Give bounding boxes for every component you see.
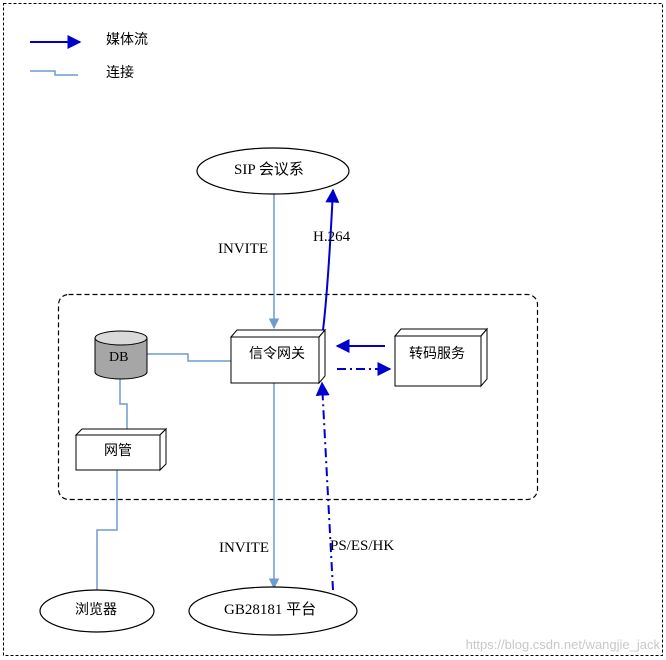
- transcode-service-node: [393, 327, 489, 388]
- signaling-gateway-node: [229, 328, 327, 385]
- legend-connection-label: 连接: [106, 65, 134, 81]
- db-label: DB: [109, 350, 129, 365]
- watermark: https://blog.csdn.net/wangjie_jack: [465, 637, 660, 652]
- browser-label: 浏览器: [75, 602, 117, 618]
- transcode-service-label: 转码服务: [409, 346, 465, 362]
- gb28181-platform-node: [188, 586, 358, 636]
- network-mgmt-node: [74, 427, 168, 472]
- signaling-gateway-label: 信令网关: [249, 346, 305, 362]
- edge-db-to-network-mgmt: [119, 375, 128, 429]
- gateway-group-frame: [57, 293, 539, 501]
- edge-network-mgmt-to-browser: [96, 470, 118, 590]
- browser-node: [39, 589, 155, 633]
- media-gb28181-to-gateway: [315, 381, 334, 591]
- gb28181-platform-label: GB28181 平台: [224, 602, 317, 618]
- outer-frame: [3, 3, 663, 656]
- legend-media-stream-label: 媒体流: [106, 32, 148, 48]
- db-node: [94, 330, 148, 380]
- legend-connection-line: [30, 70, 78, 76]
- edge-db-to-gateway: [147, 353, 231, 362]
- network-mgmt-label: 网管: [104, 443, 132, 459]
- edge-label-invite-bottom: INVITE: [219, 540, 269, 556]
- edge-label-invite-top: INVITE: [218, 241, 268, 257]
- edge-label-ps-es-hk: PS/ES/HK: [330, 538, 395, 554]
- sip-conference-label: SIP 会议系: [234, 162, 304, 178]
- edge-label-h264: H.264: [313, 229, 351, 245]
- sip-conference-node: [196, 147, 350, 195]
